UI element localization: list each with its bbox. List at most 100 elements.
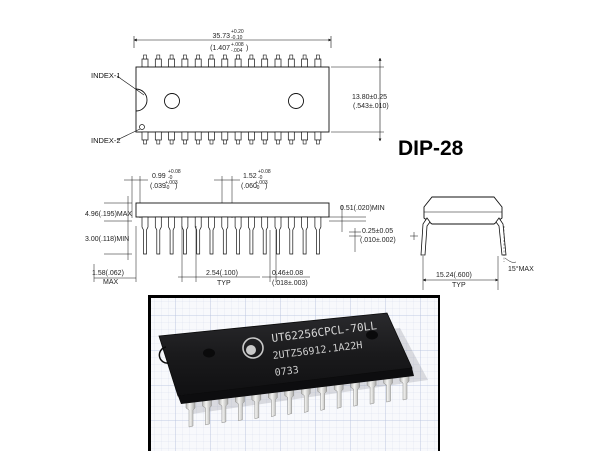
side-pin (194, 216, 202, 255)
bottom-pin (181, 131, 189, 141)
length-inch-tol-plus: +.008 (231, 42, 244, 48)
end-view: 15.24(.600) TYP 15°MAX (410, 196, 534, 290)
side-pin (314, 216, 322, 255)
top-pin-tip (169, 54, 174, 60)
width-inch: (.543±.010) (353, 103, 389, 110)
bottom-pin (194, 131, 202, 141)
top-pin-tip (143, 54, 147, 60)
side-pin (141, 216, 149, 255)
side-pin (181, 216, 189, 255)
shoulder-width-tol-plus: +0.08 (258, 169, 271, 175)
lead-thickness-inch: (.010±.002) (360, 237, 396, 244)
top-pin (181, 58, 189, 68)
shoulder-width-tol-minus: -0 (258, 175, 263, 181)
side-pin (274, 216, 282, 255)
shoulder-width-inch-tol-plus: +.003 (255, 180, 268, 186)
chip-photo: UT62256CPCL-70LL 2UTZ56912.1A22H 0733 (148, 295, 440, 451)
bottom-pin-tip (183, 139, 187, 145)
lead-width-value: 0.46±0.08 (272, 270, 303, 277)
bottom-pin-tip (262, 139, 267, 145)
row-spacing-value: 15.24(.600) (436, 272, 472, 279)
bottom-pin (261, 131, 269, 141)
bottom-pin (287, 131, 295, 141)
side-pin (234, 216, 242, 255)
top-pin-tip (183, 54, 187, 60)
bottom-pin (221, 131, 229, 141)
shoulder-width-inch: (.060 (241, 183, 257, 190)
standoff-label: 0.51(.020)MIN (340, 205, 385, 212)
end-distance-value: 1.58(.062) (92, 270, 124, 277)
end-lead-left (420, 217, 431, 256)
top-pin-tip (156, 54, 161, 60)
side-pin (168, 216, 175, 255)
top-pin (301, 58, 308, 68)
top-pin (208, 58, 215, 68)
side-pin (287, 216, 295, 255)
end-body-outline (423, 196, 503, 225)
side-pin (208, 216, 215, 255)
length-inch: (1.407 (210, 45, 230, 52)
shoulder-width-value: 1.52 (243, 173, 257, 180)
length-tol-minus: -0.10 (231, 35, 243, 41)
top-pin (221, 58, 229, 68)
bottom-pin-tip (236, 139, 240, 145)
pin-width-wide-inch: (.039 (150, 183, 166, 190)
top-pin (168, 58, 175, 68)
top-pin-tip (262, 54, 267, 60)
top-pin-tip (196, 54, 200, 60)
bottom-pin (248, 131, 255, 141)
top-pin (261, 58, 269, 68)
pin-width-wide-inch-tol-minus: -0 (165, 185, 170, 191)
bottom-pin-tip (223, 139, 227, 145)
pin-width-wide-tol-plus: +0.08 (168, 169, 181, 175)
lead-width-inch: (.018±.003) (272, 280, 308, 287)
shoulder-width-inch-tol-minus: -0 (255, 185, 260, 191)
end-distance-note: MAX (103, 279, 119, 286)
bottom-pin (141, 131, 149, 141)
pitch-note: TYP (217, 280, 231, 287)
top-pin (274, 58, 282, 68)
side-pin (154, 216, 162, 255)
top-pin (248, 58, 255, 68)
bottom-pin-tip (143, 139, 147, 145)
side-pin-row (141, 216, 322, 255)
index-2-mark (139, 124, 145, 130)
pin-width-wide-inch-close: ) (175, 183, 177, 190)
photo-chip-side (178, 368, 414, 404)
top-pin-tip (276, 54, 280, 60)
lead-thickness-value: 0.25±0.05 (362, 228, 393, 235)
pin-width-wide-inch-tol-plus: +.003 (165, 180, 178, 186)
pin-width-wide-value: 0.99 (152, 173, 166, 180)
bottom-pin (234, 131, 242, 141)
width-value: 13.80±0.25 (352, 94, 387, 101)
manufacturer-logo (242, 337, 264, 359)
index-circle-right (288, 93, 304, 109)
photo-dimple-left (203, 348, 215, 358)
bottom-pin-tip (249, 139, 254, 145)
length-tol-plus: +0.20 (231, 29, 244, 35)
side-pin (261, 216, 269, 255)
top-pin (287, 58, 295, 68)
bottom-pin-tip (276, 139, 280, 145)
side-pin (221, 216, 229, 255)
top-pin-tip (316, 54, 320, 60)
body-height-label: 4.96(.195)MAX (85, 211, 132, 218)
seated-height-label: 3.00(.118)MIN (85, 236, 129, 243)
length-value: 35.73 (212, 33, 230, 40)
index-notch (135, 88, 148, 112)
index-circle-left (164, 93, 180, 109)
bottom-pin (208, 131, 215, 141)
top-pin-row-upper (141, 54, 322, 68)
end-lead-right (495, 217, 507, 256)
top-pin (141, 58, 149, 68)
bottom-pin-tip (156, 139, 161, 145)
top-pin (234, 58, 242, 68)
top-pin-tip (249, 54, 254, 60)
top-view: 35.73 +0.20 -0.10 (1.407 +.008 -.004 ) I… (91, 29, 389, 145)
side-body-outline (135, 202, 330, 218)
top-pin-row-lower (141, 131, 322, 145)
top-pin-tip (223, 54, 227, 60)
side-view: 0.99 +0.08 -0 (.039 +.003 -0 ) 1.52 +0.0… (85, 169, 396, 287)
bottom-pin-tip (302, 139, 307, 145)
